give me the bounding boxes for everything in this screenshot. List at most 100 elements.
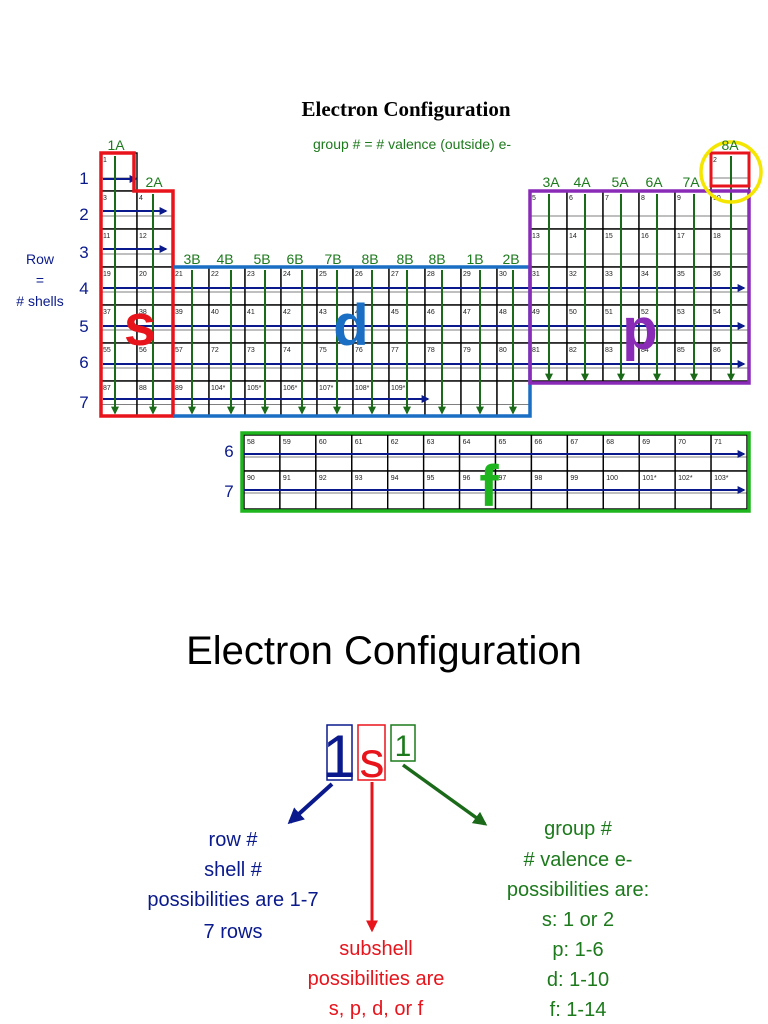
element-number: 17 — [677, 233, 685, 240]
row-axis-label-equals: = — [36, 272, 44, 288]
element-cell — [280, 342, 318, 382]
element-number: 88 — [139, 385, 147, 392]
row-numbers: 1 2 3 4 56 7 6 7 — [79, 169, 233, 501]
element-number: 28 — [427, 271, 435, 278]
group-label-a: 5A — [611, 174, 629, 190]
element-number: 47 — [463, 309, 471, 316]
f-element-number: 92 — [319, 475, 327, 482]
f-element-number: 95 — [427, 475, 435, 482]
f-element-number: 99 — [570, 475, 578, 482]
f-element-number: 68 — [606, 439, 614, 446]
f-element-number: 101* — [642, 475, 657, 482]
f-row-number: 7 — [224, 482, 233, 501]
row-note-line-1: row # — [209, 829, 259, 851]
row-digit: 1 — [322, 723, 355, 790]
element-number: 2 — [713, 157, 717, 164]
group-label-a: 2A — [145, 174, 163, 190]
element-number: 52 — [641, 309, 649, 316]
f-element-number: 65 — [499, 439, 507, 446]
element-number: 56 — [139, 347, 147, 354]
element-number: 40 — [211, 309, 219, 316]
f-block-outline — [240, 431, 751, 513]
row-number: 5 — [79, 317, 88, 336]
f-element-number: 67 — [570, 439, 578, 446]
f-element-number: 66 — [534, 439, 542, 446]
subshell-letter: s — [360, 732, 385, 788]
element-number: 53 — [677, 309, 685, 316]
f-element-number: 102* — [678, 475, 693, 482]
element-number: 45 — [391, 309, 399, 316]
element-number: 37 — [103, 309, 111, 316]
group-label-b: 8B — [396, 251, 413, 267]
group-label-a: 6A — [645, 174, 663, 190]
s-block-letter: s — [124, 293, 156, 358]
f-element-number: 91 — [283, 475, 291, 482]
group-digit-box — [390, 724, 416, 762]
f-element-number: 61 — [355, 439, 363, 446]
element-number: 26 — [355, 271, 363, 278]
element-number: 21 — [175, 271, 183, 278]
f-element-number: 60 — [319, 439, 327, 446]
group-note-line-3: possibilities are: — [507, 879, 649, 901]
group-label-b: 4B — [216, 251, 233, 267]
element-number: 23 — [247, 271, 255, 278]
f-element-number: 71 — [714, 439, 722, 446]
row-number: 3 — [79, 243, 88, 262]
group-label-a: 3A — [542, 174, 560, 190]
group-label-b: 6B — [286, 251, 303, 267]
element-number: 32 — [569, 271, 577, 278]
group-label-b: 2B — [502, 251, 519, 267]
element-number: 50 — [569, 309, 577, 316]
group-label-b: 8B — [428, 251, 445, 267]
group-note-line-6: d: 1-10 — [547, 969, 609, 991]
element-number: 22 — [211, 271, 219, 278]
f-element-number: 70 — [678, 439, 686, 446]
element-number: 41 — [247, 309, 255, 316]
slide1-subtitle: group # = # valence (outside) e- — [313, 136, 511, 152]
p-block-outline — [528, 189, 751, 385]
element-number: 38 — [139, 309, 147, 316]
group-label-b: 5B — [253, 251, 270, 267]
row-number: 7 — [79, 393, 88, 412]
element-number: 34 — [641, 271, 649, 278]
element-number: 74 — [283, 347, 291, 354]
element-number: 79 — [463, 347, 471, 354]
f-element-number: 96 — [463, 475, 471, 482]
element-number: 13 — [532, 233, 540, 240]
element-number: 105* — [247, 385, 262, 392]
row-number: 1 — [79, 169, 88, 188]
element-number: 80 — [499, 347, 507, 354]
element-number: 19 — [103, 271, 111, 278]
element-number: 8 — [641, 195, 645, 202]
group-label-a: 4A — [573, 174, 591, 190]
element-number: 14 — [569, 233, 577, 240]
element-number: 75 — [319, 347, 327, 354]
element-number: 89 — [175, 385, 183, 392]
f-row-number: 6 — [224, 442, 233, 461]
element-number: 87 — [103, 385, 111, 392]
element-number: 42 — [283, 309, 291, 316]
element-number: 72 — [211, 347, 219, 354]
element-number: 84 — [641, 347, 649, 354]
row-digit-box — [326, 724, 353, 781]
element-number: 20 — [139, 271, 147, 278]
f-element-number: 103* — [714, 475, 729, 482]
element-number: 6 — [569, 195, 573, 202]
element-number: 55 — [103, 347, 111, 354]
group-label-a: 7A — [682, 174, 700, 190]
element-number: 73 — [247, 347, 255, 354]
element-number: 81 — [532, 347, 540, 354]
p-block-letter: p — [622, 297, 657, 362]
f-element-number: 94 — [391, 475, 399, 482]
group-label-a: 8A — [721, 137, 739, 153]
element-number: 85 — [677, 347, 685, 354]
row-number: 2 — [79, 205, 88, 224]
element-number: 27 — [391, 271, 399, 278]
element-number: 31 — [532, 271, 540, 278]
element-number: 7 — [605, 195, 609, 202]
element-number: 77 — [391, 347, 399, 354]
row-number: 4 — [79, 279, 88, 298]
element-number: 18 — [713, 233, 721, 240]
